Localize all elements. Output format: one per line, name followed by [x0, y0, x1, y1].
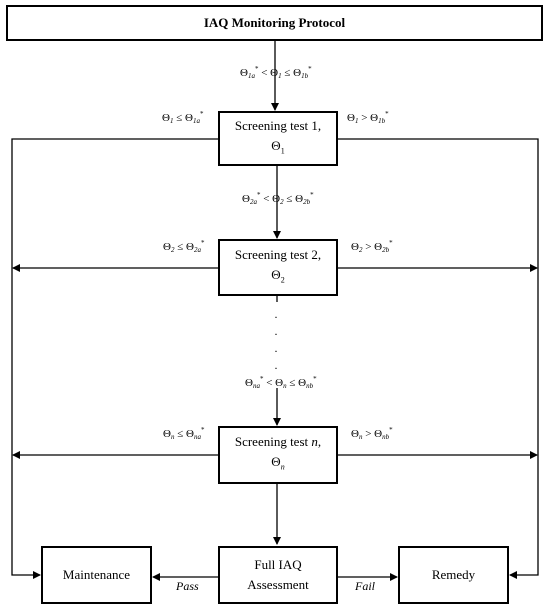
full-iaq-label-line2: Assessment: [247, 577, 309, 592]
protocol-title: IAQ Monitoring Protocol: [203, 15, 346, 30]
condition-n-high: Θn > Θnb*: [351, 426, 393, 441]
condition-2-high: Θ2 > Θ2b*: [351, 239, 393, 254]
pass-label: Pass: [176, 579, 199, 593]
condition-1-low: Θ1 ≤ Θ1a*: [162, 110, 204, 125]
condition-2-range: Θ2a* < Θ2 ≤ Θ2b*: [242, 191, 314, 206]
condition-n-range: Θna* < Θn ≤ Θnb*: [245, 375, 317, 390]
full-iaq-assessment-box: Full IAQ Assessment: [218, 546, 338, 604]
ellipsis-dot-2: ·: [274, 327, 278, 341]
screening-test-2-symbol: Θ2: [271, 266, 285, 285]
screening-test-n-box: Screening test n, Θn: [218, 426, 338, 484]
screening-test-1-box: Screening test 1, Θ1: [218, 111, 338, 166]
maintenance-box: Maintenance: [41, 546, 152, 604]
remedy-label: Remedy: [431, 567, 476, 582]
line-test1-left-to-maintenance: [11, 138, 218, 579]
screening-test-2-box: Screening test 2, Θ2: [218, 239, 338, 296]
screening-test-2-label: Screening test 2,: [234, 246, 322, 262]
maintenance-label: Maintenance: [62, 567, 131, 582]
ellipsis-dot-4: ·: [274, 361, 278, 375]
protocol-title-box: IAQ Monitoring Protocol: [6, 5, 543, 41]
fail-label: Fail: [355, 579, 375, 593]
condition-1-high: Θ1 > Θ1b*: [347, 110, 389, 125]
condition-2-low: Θ2 ≤ Θ2a*: [163, 239, 205, 254]
condition-1-range: Θ1a* < Θ1 ≤ Θ1b*: [240, 65, 312, 80]
full-iaq-label-line1: Full IAQ: [254, 557, 302, 572]
screening-test-1-symbol: Θ1: [271, 137, 285, 156]
ellipsis-dot-1: ·: [274, 310, 278, 324]
screening-test-1-label: Screening test 1,: [234, 117, 322, 133]
ellipsis-dot-3: ·: [274, 344, 278, 358]
condition-n-low: Θn ≤ Θna*: [163, 426, 205, 441]
screening-test-n-label: Screening test n,: [234, 434, 322, 450]
line-test1-right-to-remedy: [338, 138, 539, 579]
screening-test-n-symbol: Θn: [271, 454, 285, 472]
remedy-box: Remedy: [398, 546, 509, 604]
